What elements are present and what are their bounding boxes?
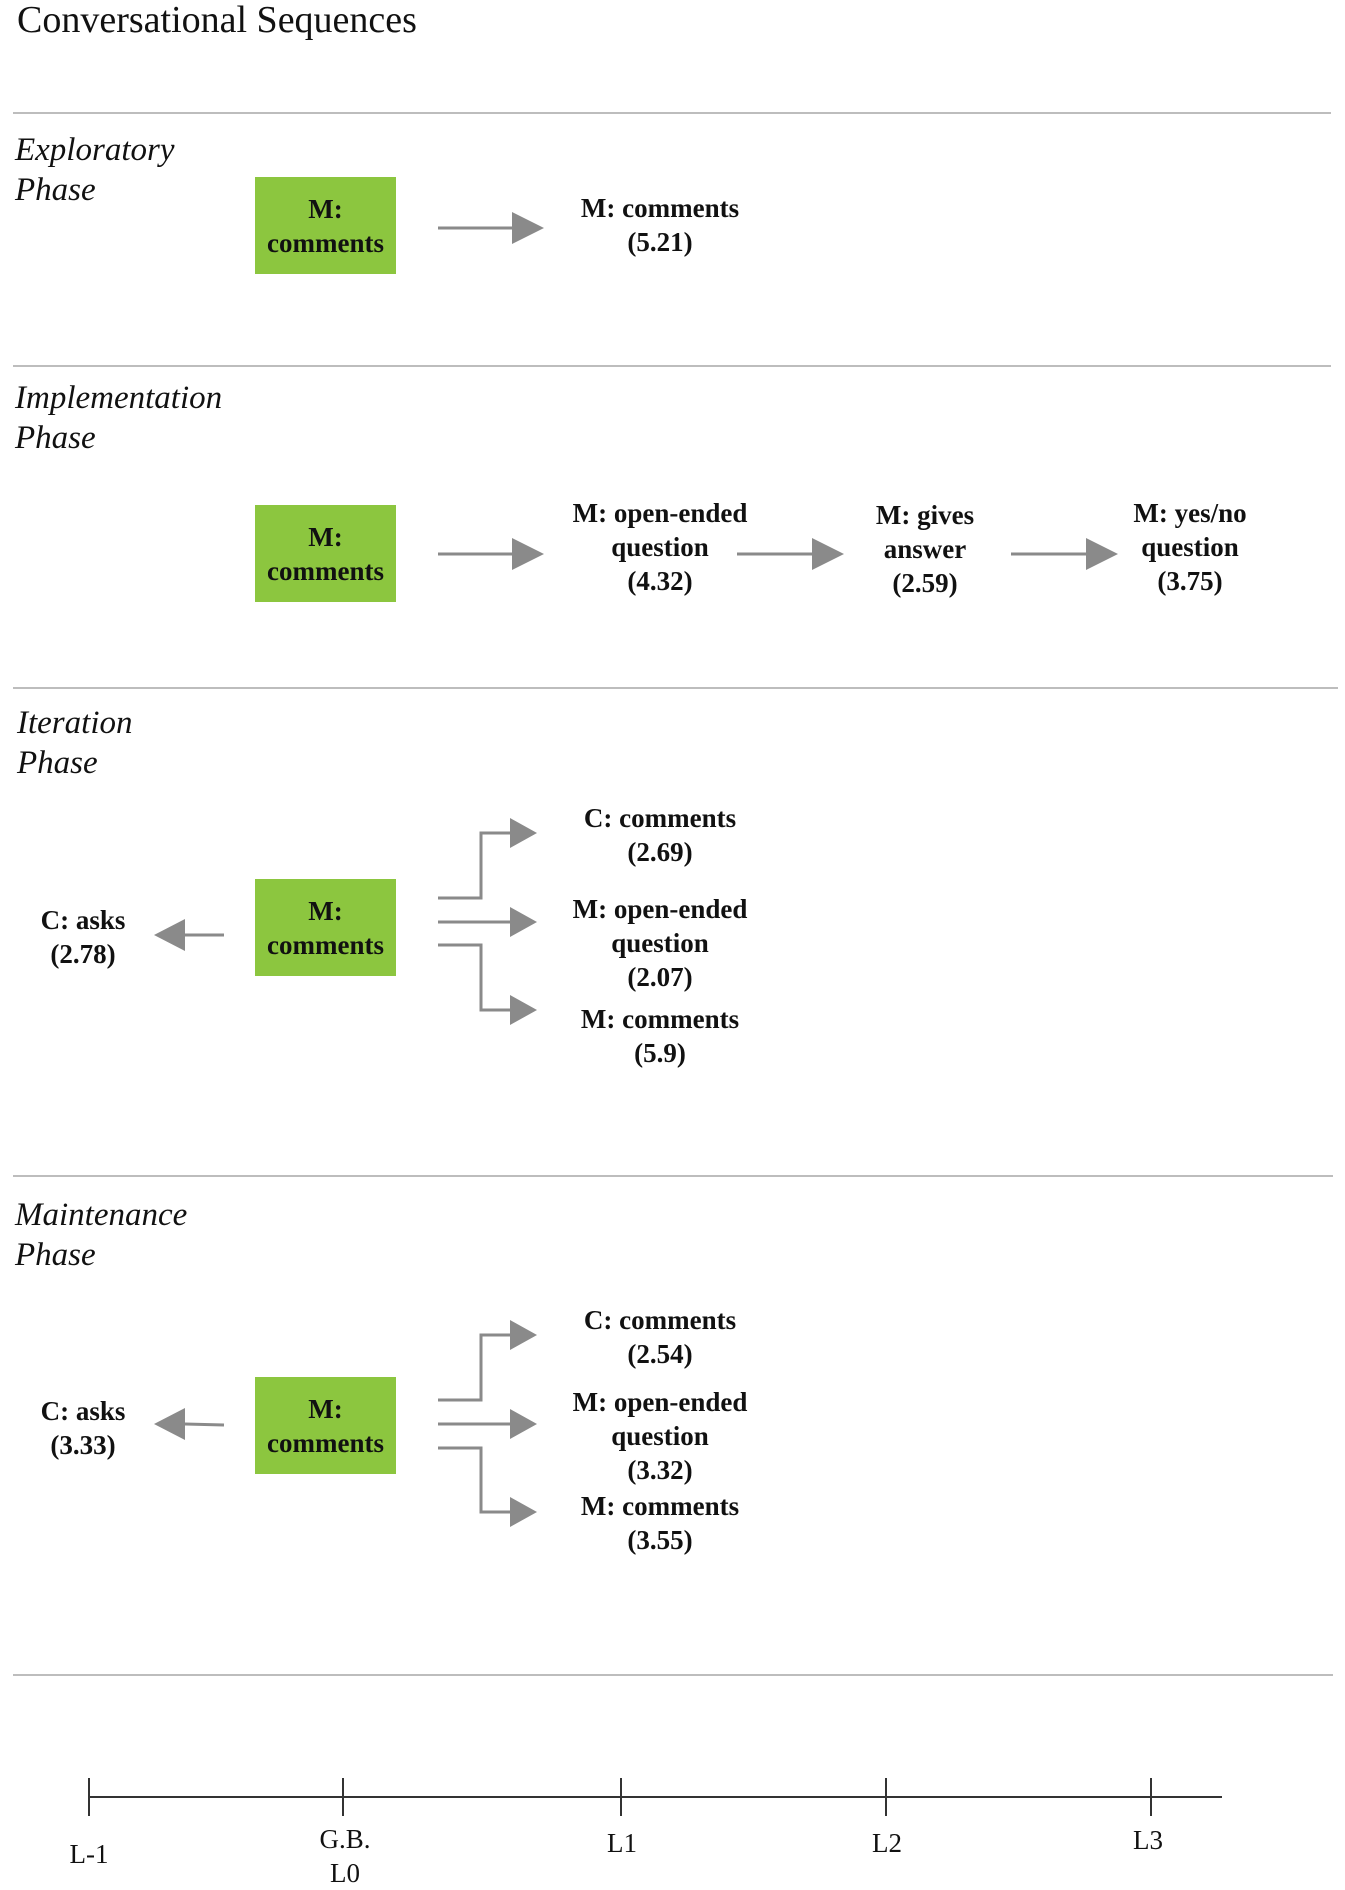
arrow-branch-middle <box>438 907 537 937</box>
next-node: M: gives answer (2.59) <box>795 498 1055 600</box>
node-line: M: comments <box>580 193 740 223</box>
timeline-tick-label: L2 <box>827 1826 947 1860</box>
phase-label-implementation: Implementation Phase <box>15 378 222 458</box>
node-line: question <box>611 928 709 958</box>
arrow-branch-up <box>438 1320 537 1402</box>
section-divider <box>13 687 1338 689</box>
arrow-right <box>737 538 844 570</box>
timeline-tick-label: L-1 <box>29 1837 149 1871</box>
given-box-iteration: M: comments <box>255 879 396 976</box>
phase-label-line: Phase <box>15 1237 96 1273</box>
node-line: C: asks <box>40 905 126 935</box>
node-line: C: asks <box>40 1396 126 1426</box>
phase-label-line: Phase <box>17 745 98 781</box>
given-box-line: M: <box>308 1393 343 1424</box>
timeline-tick-label: L3 <box>1088 1823 1208 1857</box>
section-divider <box>13 112 1331 114</box>
tick-label-line: L3 <box>1133 1825 1163 1855</box>
arrow-branch-up <box>438 818 537 900</box>
node-line: M: open-ended <box>572 498 748 528</box>
tick-label-line: G.B. <box>319 1824 371 1854</box>
timeline-tick-label: L1 <box>562 1826 682 1860</box>
phase-label-iteration: Iteration Phase <box>17 703 132 783</box>
phase-label-maintenance: Maintenance Phase <box>15 1195 187 1275</box>
given-box-maintenance: M: comments <box>255 1377 396 1474</box>
arrow-right <box>438 538 544 570</box>
node-line: (2.59) <box>892 568 958 598</box>
arrow-left <box>154 919 224 951</box>
previous-node: C: asks (2.78) <box>0 903 213 971</box>
tick-label-line: L2 <box>872 1828 902 1858</box>
node-line: question <box>611 1421 709 1451</box>
node-line: question <box>1141 532 1239 562</box>
arrow-right <box>1011 538 1118 570</box>
previous-node: C: asks (3.33) <box>0 1394 213 1462</box>
given-box-implementation: M: comments <box>255 505 396 602</box>
node-line: C: comments <box>583 1305 737 1335</box>
next-node: M: comments (5.21) <box>530 191 790 259</box>
next-node: M: comments (5.9) <box>530 1002 790 1070</box>
phase-label-line: Phase <box>15 172 96 208</box>
tick-label-line: L0 <box>330 1858 360 1888</box>
timeline-tick-label: G.B. L0 <box>285 1822 405 1890</box>
node-line: (4.32) <box>627 566 693 596</box>
node-line: (3.32) <box>627 1455 693 1485</box>
next-node: M: open-ended question (2.07) <box>530 892 790 994</box>
node-line: C: comments <box>583 803 737 833</box>
node-line: (5.21) <box>627 227 693 257</box>
phase-label-line: Maintenance <box>15 1197 188 1233</box>
node-line: M: open-ended <box>572 1387 748 1417</box>
phase-label-line: Implementation <box>15 380 223 416</box>
next-node: M: yes/no question (3.75) <box>1060 496 1320 598</box>
node-line: (3.33) <box>50 1430 116 1460</box>
section-divider <box>13 365 1331 367</box>
arrow-branch-middle <box>438 1409 537 1439</box>
given-box-line: comments <box>267 1427 384 1458</box>
given-box-line: M: <box>308 895 343 926</box>
tick-label-line: L1 <box>607 1828 637 1858</box>
phase-label-line: Exploratory <box>15 132 175 168</box>
arrow-branch-down <box>438 943 537 1025</box>
given-box-line: comments <box>267 227 384 258</box>
diagram-title: Conversational Sequences <box>17 0 417 41</box>
arrow-left <box>154 1408 225 1440</box>
section-divider <box>13 1175 1333 1177</box>
node-line: (2.78) <box>50 939 116 969</box>
given-box-line: comments <box>267 555 384 586</box>
timeline-axis <box>88 1778 1222 1816</box>
node-line: (2.69) <box>627 837 693 867</box>
given-box-line: M: <box>308 521 343 552</box>
node-line: M: comments <box>580 1491 740 1521</box>
node-line: M: comments <box>580 1004 740 1034</box>
given-box-line: comments <box>267 929 384 960</box>
node-line: (3.55) <box>627 1525 693 1555</box>
node-line: question <box>611 532 709 562</box>
next-node: M: open-ended question (4.32) <box>530 496 790 598</box>
tick-label-line: L-1 <box>69 1839 109 1869</box>
node-line: M: gives <box>875 500 975 530</box>
next-node: M: open-ended question (3.32) <box>530 1385 790 1487</box>
arrow-right <box>438 212 544 244</box>
next-node: M: comments (3.55) <box>530 1489 790 1557</box>
node-line: (2.54) <box>627 1339 693 1369</box>
phase-label-exploratory: Exploratory Phase <box>15 130 174 210</box>
phase-label-line: Iteration <box>17 705 133 741</box>
next-node: C: comments (2.69) <box>530 801 790 869</box>
given-box-line: M: <box>308 193 343 224</box>
node-line: (3.75) <box>1157 566 1223 596</box>
given-box-exploratory: M: comments <box>255 177 396 274</box>
section-divider <box>13 1674 1333 1676</box>
node-line: M: yes/no <box>1133 498 1247 528</box>
node-line: (5.9) <box>634 1038 686 1068</box>
node-line: (2.07) <box>627 962 693 992</box>
node-line: answer <box>883 534 967 564</box>
arrow-branch-down <box>438 1446 537 1527</box>
phase-label-line: Phase <box>15 420 96 456</box>
next-node: C: comments (2.54) <box>530 1303 790 1371</box>
node-line: M: open-ended <box>572 894 748 924</box>
